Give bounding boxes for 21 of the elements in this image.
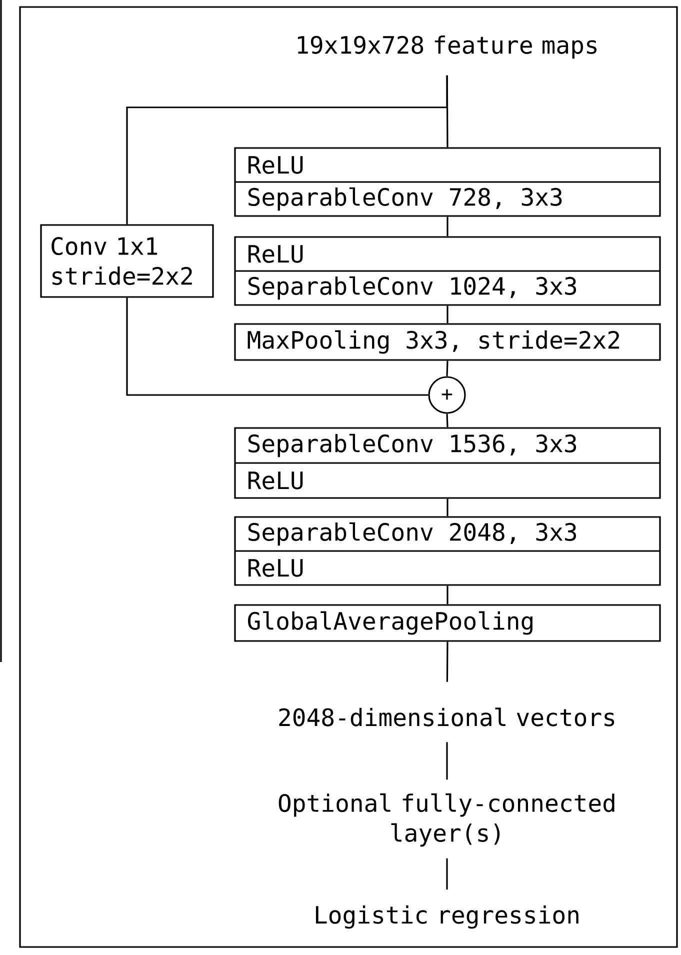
layer-label: 2048-dimensional vectors (279, 708, 614, 726)
connector-line (446, 586, 448, 604)
connector-line (446, 642, 448, 682)
layer-label: Optional fully-connected layer(s) (278, 793, 614, 847)
connector-line (446, 498, 448, 516)
connector-line (446, 742, 448, 780)
layer-label: 19x19x728 feature maps (298, 35, 596, 59)
shortcut-conv-box: Conv 1x1 stride=2x2 (40, 224, 214, 298)
connector-line (446, 216, 448, 236)
connector-line (446, 360, 448, 376)
layer-box: MaxPooling 3x3, stride=2x2 (234, 323, 661, 361)
connector-line (446, 858, 448, 890)
connector-line (126, 298, 428, 396)
layer-box: SeparableConv 2048, 3x3 ReLU (234, 516, 661, 586)
layer-label: Logistic regression (316, 905, 578, 929)
layer-box: GlobalAveragePooling (234, 604, 661, 642)
layer-box: SeparableConv 1536, 3x3 ReLU (234, 427, 661, 499)
connector-line (446, 306, 448, 324)
layer-box: ReLU SeparableConv 728, 3x3 (234, 147, 661, 217)
connector-line (446, 414, 448, 428)
layer-box: ReLU SeparableConv 1024, 3x3 (234, 236, 661, 306)
